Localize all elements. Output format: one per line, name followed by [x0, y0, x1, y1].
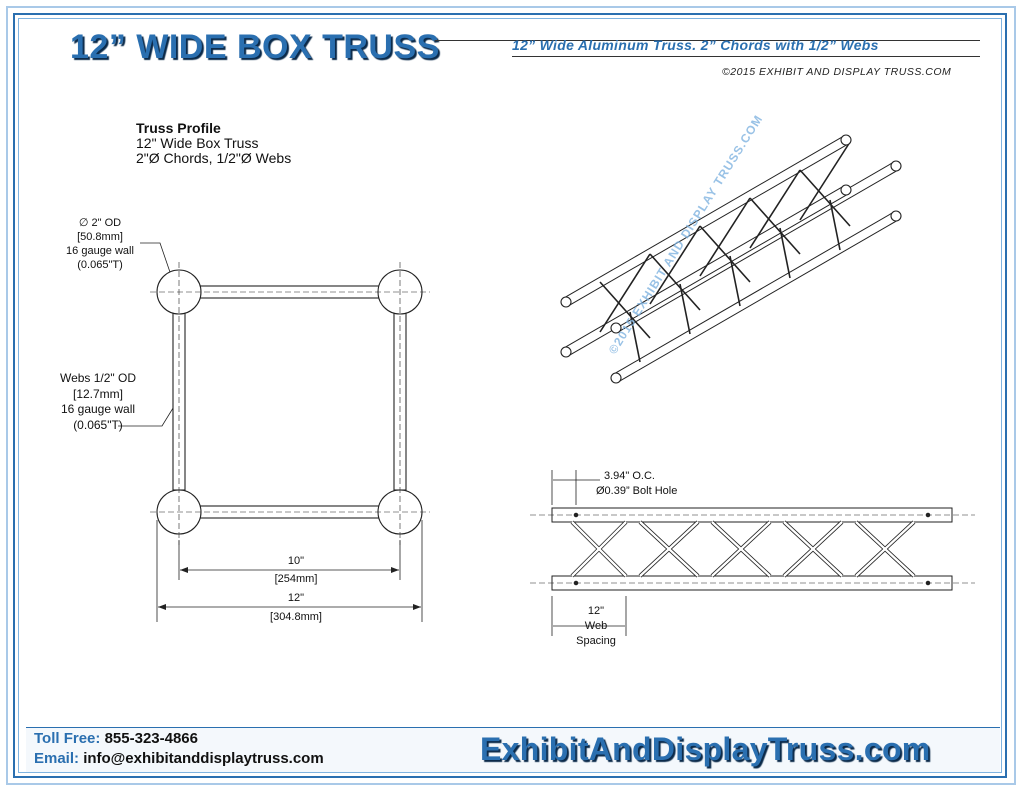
web-note: Webs 1/2" OD [12.7mm] 16 gauge wall (0.0…	[60, 371, 136, 432]
dim-outer-value: 12"	[288, 592, 304, 604]
email-label: Email:	[34, 750, 80, 767]
profile-line-2: 2"Ø Chords, 1/2"Ø Webs	[136, 150, 291, 166]
outer-border	[6, 6, 1016, 785]
dimension-arrows	[158, 567, 421, 610]
dim-outer-metric: [304.8mm]	[270, 611, 322, 623]
dim-inner-value: 10"	[288, 555, 304, 567]
web-spacing-value: 12"	[588, 605, 604, 617]
copyright-notice: ©2015 EXHIBIT AND DISPLAY TRUSS.COM	[722, 66, 952, 78]
bolt-hole-note: Ø0.39” Bolt Hole	[596, 485, 677, 497]
isometric-truss	[560, 134, 902, 384]
bolt-spacing-note: 3.94" O.C.	[604, 470, 655, 482]
chord-leader	[140, 242, 173, 279]
page-subtitle: 12” Wide Aluminum Truss. 2” Chords with …	[512, 37, 879, 53]
profile-line-1: 12" Wide Box Truss	[136, 135, 258, 151]
side-view-truss	[530, 507, 975, 591]
web-note-line: Webs 1/2" OD	[60, 371, 136, 385]
page-title: 12” WIDE BOX TRUSS	[70, 28, 440, 66]
brand-website[interactable]: ExhibitAndDisplayTruss.com	[480, 731, 931, 767]
toll-free-number[interactable]: 855-323-4866	[104, 730, 198, 747]
truss-profile-drawing	[150, 262, 430, 545]
chord-note-line: (0.065"T)	[77, 259, 122, 271]
watermark: ©2015 EXHIBIT AND DISPLAY TRUSS.COM	[606, 112, 766, 356]
toll-free-label: Toll Free:	[34, 730, 101, 747]
web-note-line: (0.065"T)	[73, 418, 123, 432]
chord-note-line: [50.8mm]	[77, 231, 123, 243]
side-dimensions	[551, 470, 627, 636]
dimension-lines	[156, 520, 423, 622]
web-note-line: 16 gauge wall	[61, 402, 135, 416]
profile-heading: Truss Profile	[136, 120, 221, 136]
chord-note-line: ∅ 2" OD	[79, 217, 121, 229]
web-spacing-label: Spacing	[576, 635, 616, 647]
footer-bar	[26, 727, 1000, 772]
iso-webs	[599, 141, 851, 363]
chord-note-line: 16 gauge wall	[66, 245, 134, 257]
title-rule	[435, 40, 980, 41]
web-spacing-label: Web	[585, 620, 607, 632]
chord-note: ∅ 2" OD [50.8mm] 16 gauge wall (0.065"T)	[66, 217, 134, 271]
toll-free: Toll Free: 855-323-4866	[34, 730, 198, 747]
dim-inner-metric: [254mm]	[275, 573, 318, 585]
email-contact: Email: info@exhibitanddisplaytruss.com	[34, 750, 324, 767]
web-note-line: [12.7mm]	[73, 387, 123, 401]
subtitle-rule	[512, 56, 980, 57]
email-address[interactable]: info@exhibitanddisplaytruss.com	[83, 750, 324, 767]
